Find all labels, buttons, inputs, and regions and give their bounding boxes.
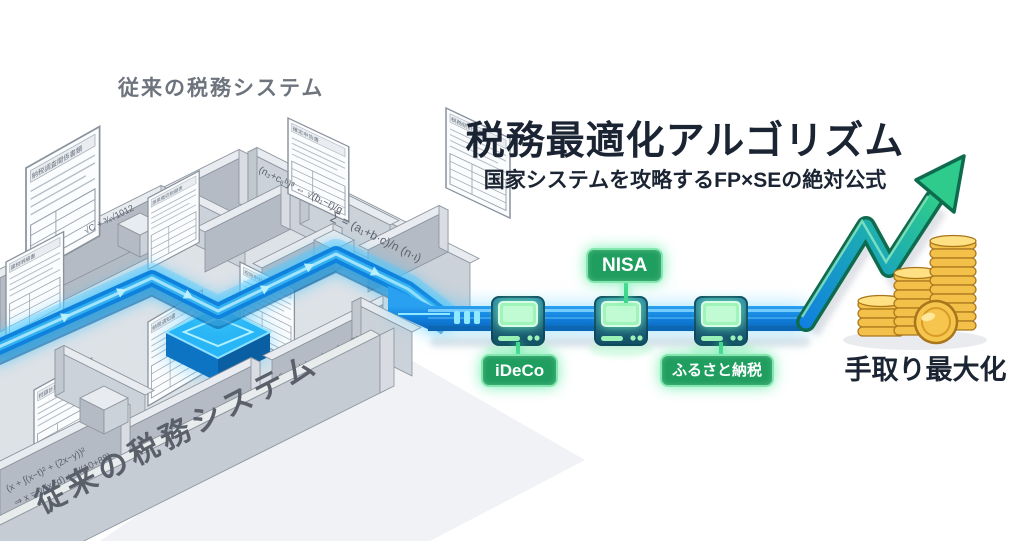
device-screen-inner (706, 306, 736, 322)
nisa-connector-line (624, 281, 628, 303)
device-led (527, 335, 533, 341)
coin (929, 275, 977, 286)
furusato-connector-line (719, 342, 723, 355)
maze-walls-front (0, 294, 422, 529)
pipeline-devices (486, 296, 753, 357)
tilted-coin (913, 299, 959, 345)
maze-pillar (79, 385, 129, 411)
coin-top (929, 234, 977, 248)
legacy-system-caption: 従来の税務システム (118, 77, 325, 100)
coin (929, 257, 977, 268)
chevron-icon (115, 288, 127, 298)
coin (929, 248, 977, 259)
device-led (737, 335, 743, 341)
page-subtitle: 国家システムを攻略するFP×SEの絶対公式 (483, 169, 887, 192)
chevron-icon (303, 263, 315, 273)
device-screen-inner (606, 306, 636, 322)
chevron-icon (59, 313, 71, 323)
growth-arrow (796, 154, 966, 337)
coin (929, 284, 977, 295)
device-led (630, 335, 636, 341)
tax-document: 確定申告書 (287, 117, 350, 224)
maze-wall (280, 184, 291, 231)
page-title: 税務最適化アルゴリズム (465, 120, 905, 163)
ideco-connector-line (516, 342, 520, 355)
maze-wall (238, 148, 249, 209)
device-slot (498, 336, 520, 341)
chevron-icon (259, 285, 271, 295)
pipe-dashes (454, 311, 480, 324)
device-led (637, 335, 643, 341)
path-direction-chevrons (59, 263, 381, 323)
pipe-connector (388, 286, 432, 331)
node-label-furusato: ふるさと納税 (660, 354, 775, 387)
tax-document: 課税明細書 (5, 230, 65, 343)
pipeline-node-device-1 (589, 296, 653, 357)
path-ribbon (0, 239, 456, 366)
node-label-ideco: iDeCo (481, 354, 559, 387)
device-slot (701, 336, 723, 341)
optimal-path (0, 239, 456, 382)
floor-shadow (100, 345, 585, 541)
arrow-head (914, 154, 966, 214)
device-slot (601, 336, 623, 341)
device-led (730, 335, 736, 341)
chevron-icon (369, 266, 381, 276)
chevron-icon (182, 289, 194, 299)
node-label-nisa: NISA (586, 248, 664, 283)
device-led (534, 335, 540, 341)
coin-stacks (857, 234, 977, 345)
coin (929, 266, 977, 277)
maze-wall (54, 344, 65, 397)
outcome-label: 手取り最大化 (844, 355, 1007, 385)
maze-wall (438, 204, 449, 253)
device-screen-inner (503, 306, 533, 322)
tax-document: 納税通知書 (147, 289, 204, 407)
